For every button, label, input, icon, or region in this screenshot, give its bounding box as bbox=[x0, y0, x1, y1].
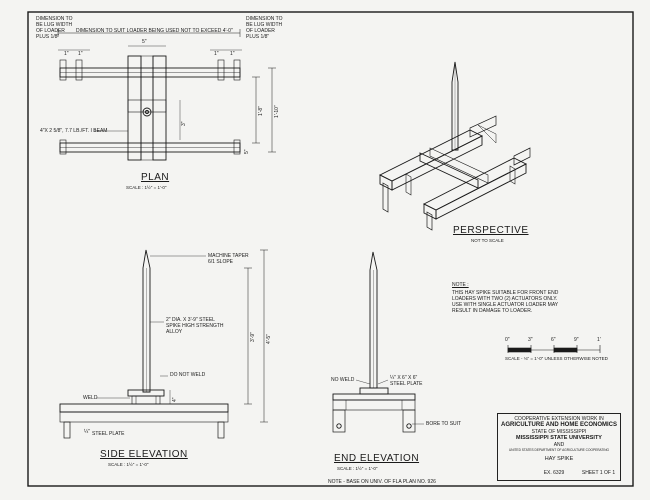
title-line-4: MISSISSIPPI STATE UNIVERSITY bbox=[516, 435, 602, 441]
note-heading: NOTE : bbox=[452, 282, 469, 288]
sheet-number: SHEET 1 OF 1 bbox=[581, 470, 616, 476]
plan-view bbox=[57, 29, 276, 161]
end-elevation-title: END ELEVATION bbox=[334, 453, 420, 464]
scale-tick-0: 0" bbox=[505, 337, 510, 343]
scale-tick-1: 3" bbox=[528, 337, 533, 343]
side-dim-height: 3'-9" bbox=[250, 332, 256, 342]
side-elevation-scale: SCALE : 1½" = 1'-0" bbox=[108, 462, 149, 467]
plan-dim-left-2: 1" bbox=[78, 51, 83, 57]
plan-dim-bottom: 5" bbox=[244, 149, 250, 154]
side-do-not-weld-label: DO NOT WELD bbox=[170, 372, 206, 378]
end-plate-label: ¼" x 6" x 6" STEEL PLATE bbox=[390, 375, 423, 387]
side-spike-label: 2" DIA. x 3'-9" STEEL SPIKE HIGH STRENGT… bbox=[166, 317, 224, 335]
plan-dim-top: 5" bbox=[142, 39, 147, 45]
perspective-view bbox=[378, 61, 531, 231]
side-dim-small: 4" bbox=[172, 397, 178, 402]
title-line-6: UNITED STATES DEPARTMENT OF AGRICULTURE … bbox=[509, 448, 609, 452]
end-no-weld-label: NO WELD bbox=[331, 377, 355, 383]
note-body: THIS HAY SPIKE SUITABLE FOR FRONT END LO… bbox=[452, 290, 559, 314]
scale-bar-graphic bbox=[507, 345, 601, 353]
plan-dim-right-2: 1" bbox=[230, 51, 235, 57]
scale-tick-4: 1' bbox=[597, 337, 601, 343]
plan-scale: SCALE : 1½" = 1'-0" bbox=[126, 185, 167, 190]
side-weld-label: WELD bbox=[83, 395, 98, 401]
sheet-border bbox=[27, 11, 634, 487]
plan-dim-right-1: 1" bbox=[214, 51, 219, 57]
side-elevation-view bbox=[59, 249, 268, 439]
title-line-3: STATE OF MISSISSIPPI bbox=[531, 429, 587, 435]
end-bore-label: BORE TO SUIT bbox=[426, 421, 462, 427]
side-dim-total: 4'-5" bbox=[266, 334, 272, 344]
plan-dim-inner-depth: 1'-8" bbox=[258, 106, 264, 116]
side-plate-dim: ¼" bbox=[84, 429, 90, 435]
title-block: COOPERATIVE EXTENSION WORK IN AGRICULTUR… bbox=[497, 413, 621, 481]
title-line-1: COOPERATIVE EXTENSION WORK IN bbox=[514, 416, 604, 422]
scale-caption: SCALE - ⅛" = 1'-0" UNLESS OTHERWISE NOTE… bbox=[505, 356, 608, 361]
scale-tick-3: 9" bbox=[574, 337, 579, 343]
plan-dim-half: 3" bbox=[181, 121, 187, 126]
plan-dim-left-1: 1" bbox=[64, 51, 69, 57]
side-steel-plate-label: STEEL PLATE bbox=[92, 431, 125, 437]
drawing-number: EX. 6329 bbox=[543, 470, 565, 476]
plan-dimension-right-note: DIMENSION TO BE LUG WIDTH OF LOADER PLUS… bbox=[246, 16, 283, 40]
plan-dimension-left-note: DIMENSION TO BE LUG WIDTH OF LOADER PLUS… bbox=[36, 16, 73, 40]
end-base-note: NOTE - BASE ON UNIV. OF FLA PLAN NO. 926 bbox=[328, 479, 436, 485]
perspective-title: PERSPECTIVE bbox=[453, 225, 529, 236]
title-line-5: AND bbox=[553, 442, 565, 448]
side-taper-label: MACHINE TAPER 6/1 SLOPE bbox=[208, 253, 249, 265]
end-elevation-view bbox=[332, 251, 424, 433]
plan-dimension-top-note: DIMENSION TO SUIT LOADER BEING USED NOT … bbox=[76, 28, 233, 34]
title-line-2: AGRICULTURE AND HOME ECONOMICS bbox=[501, 422, 617, 428]
end-elevation-scale: SCALE : 1½" = 1'-0" bbox=[337, 466, 378, 471]
plan-title: PLAN bbox=[141, 172, 170, 183]
scale-tick-2: 6" bbox=[551, 337, 556, 343]
drawing-name: HAY SPIKE bbox=[544, 456, 574, 462]
plan-beam-label: 4"x 2 5/8", 7.7 LB./FT. I BEAM bbox=[40, 128, 108, 134]
side-elevation-title: SIDE ELEVATION bbox=[100, 449, 188, 460]
perspective-scale: NOT TO SCALE bbox=[471, 238, 504, 243]
plan-dim-overall-depth: 1'-10" bbox=[274, 105, 280, 118]
